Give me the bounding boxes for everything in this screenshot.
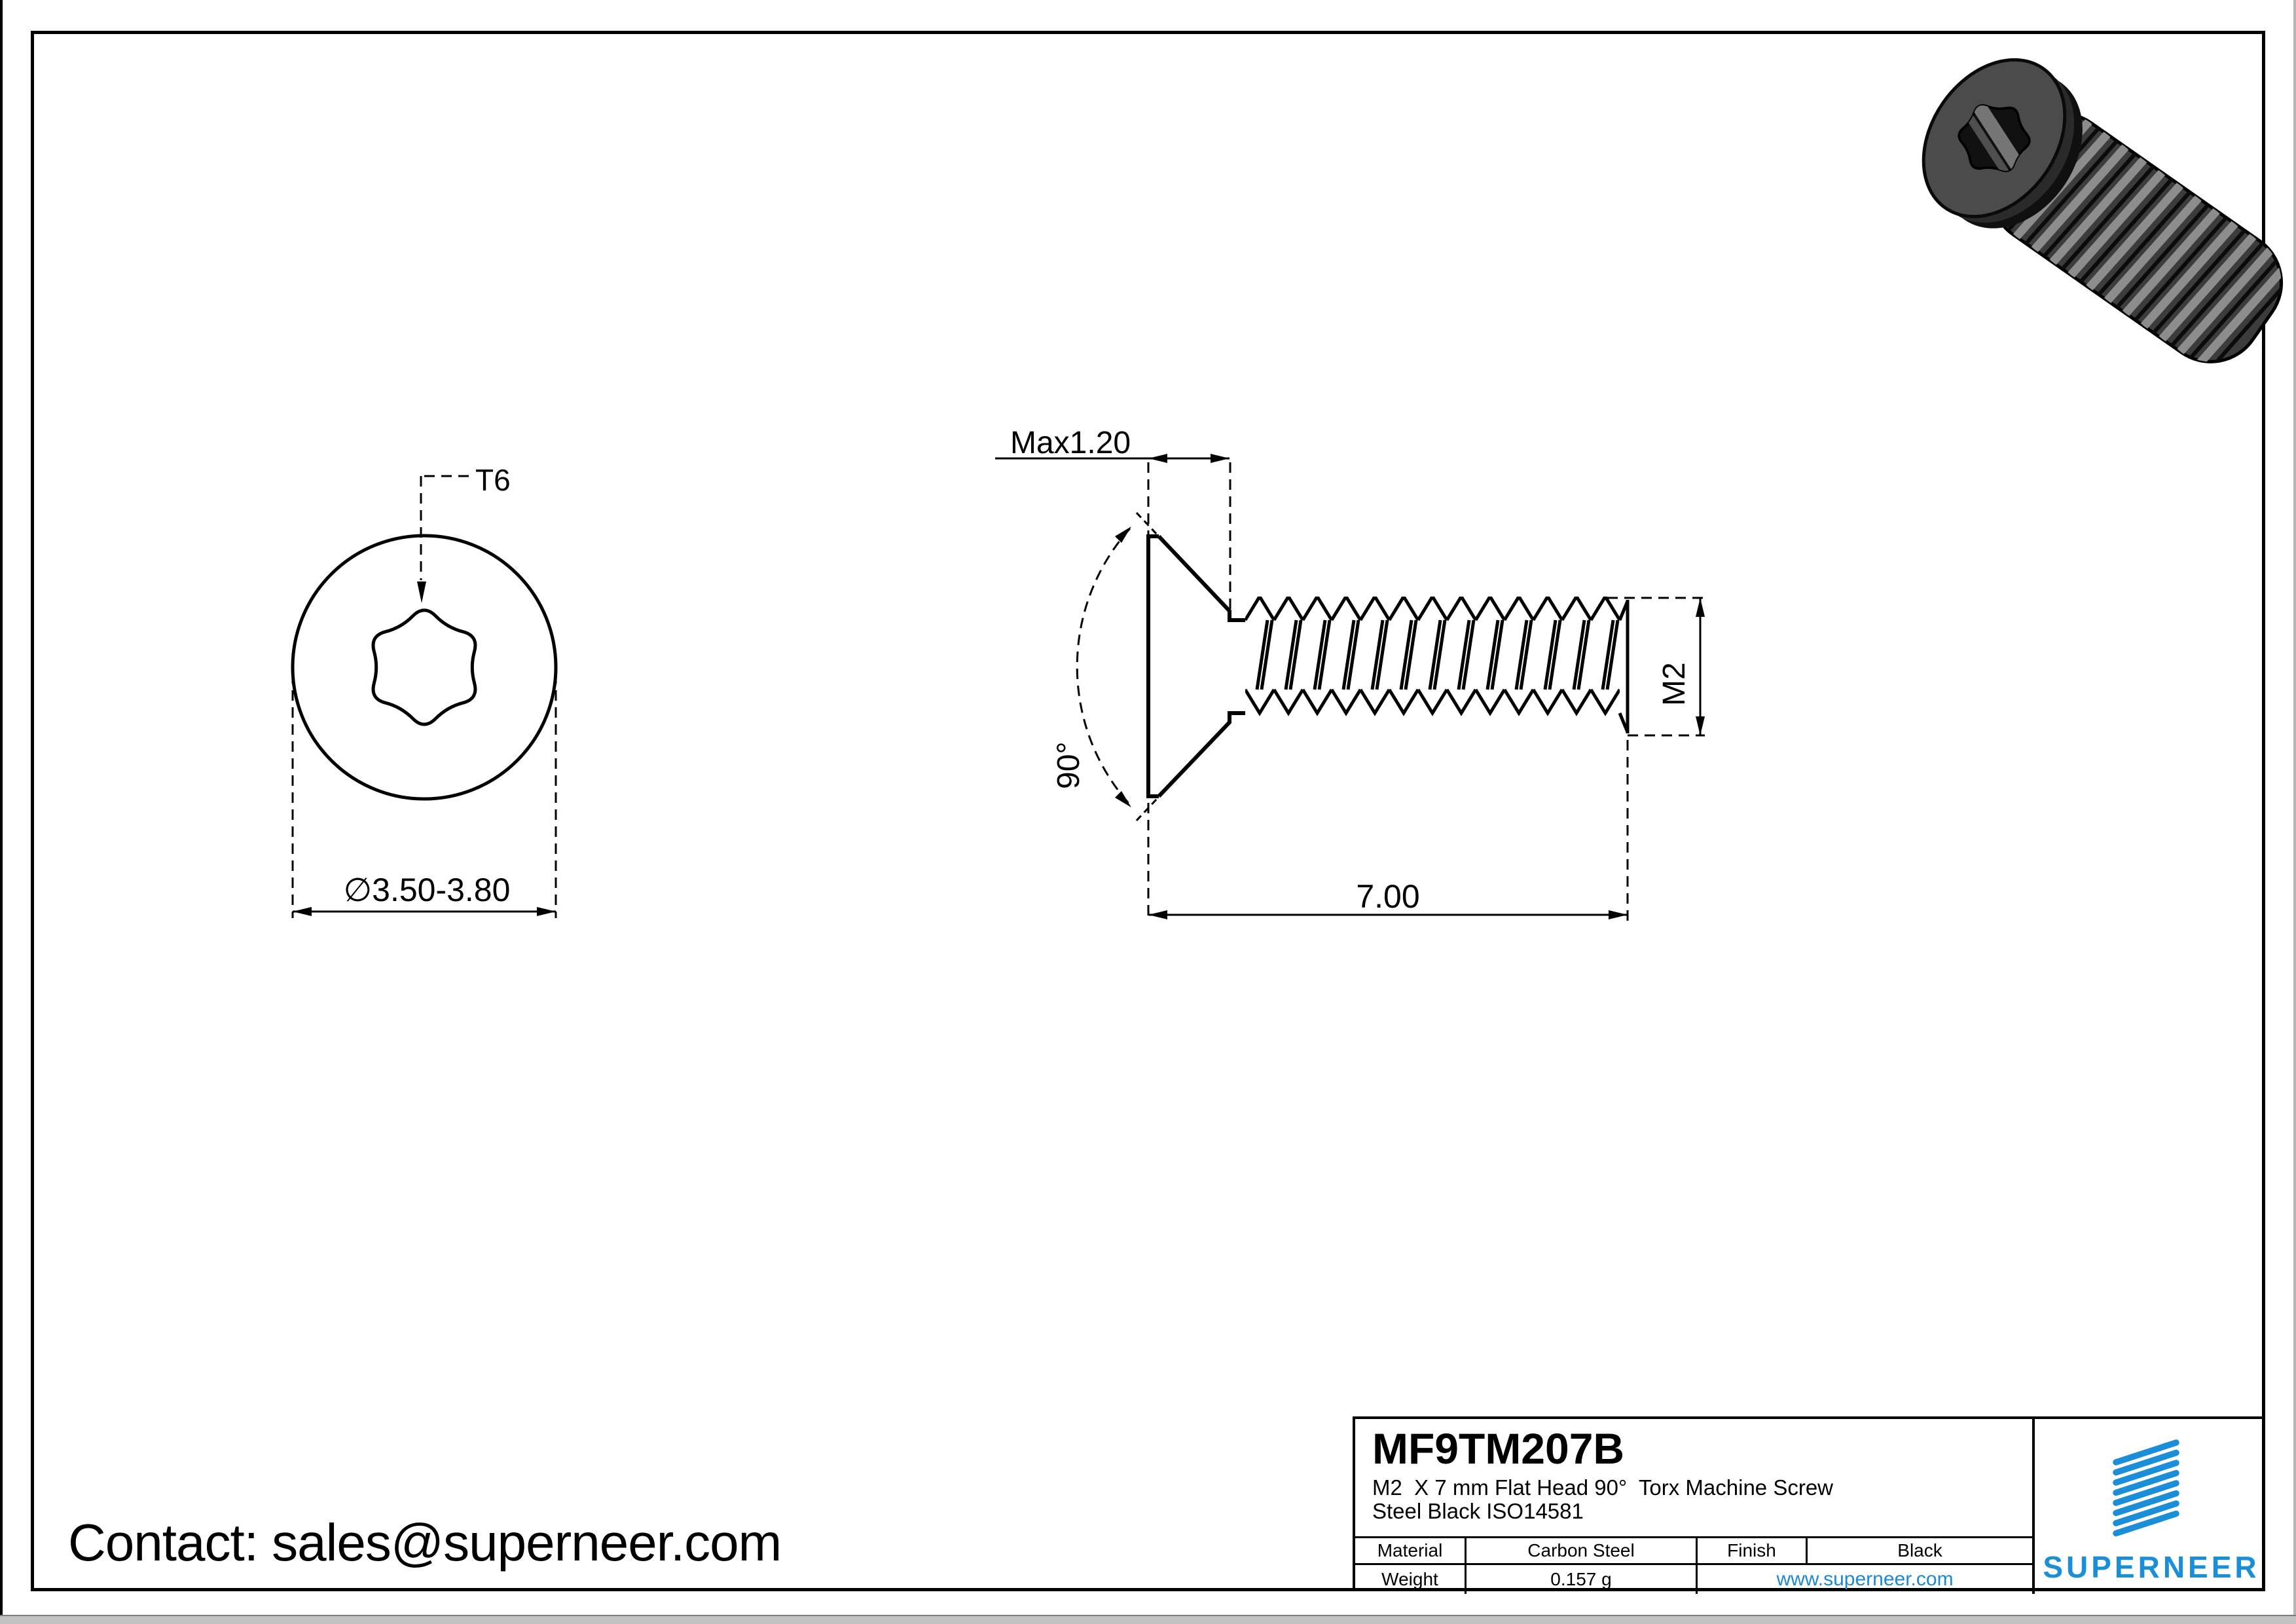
finish-value: Black <box>1806 1538 2032 1563</box>
thread-end <box>1618 600 1630 733</box>
side-view: Max1.20 90° M2 7.00 <box>995 426 1705 923</box>
thread-size-label: M2 <box>1657 662 1692 706</box>
countersink-angle-label: 90° <box>1051 741 1086 789</box>
drive-size-leader <box>417 475 469 603</box>
title-block: MF9TM207B M2 X 7 mm Flat Head 90° Torx M… <box>1353 1416 2268 1594</box>
brand-panel: SUPERNEER <box>2032 1419 2268 1594</box>
page-edge-left <box>0 0 3 1615</box>
drawing-frame <box>31 31 2265 1591</box>
countersink-angle-arc <box>1076 527 1131 806</box>
diameter-dimension <box>291 673 557 918</box>
torx-star-icon <box>371 608 477 726</box>
head-profile <box>1146 534 1245 798</box>
weight-row: Weight 0.157 g www.superneer.com <box>1355 1563 2032 1594</box>
weight-label: Weight <box>1381 1569 1438 1589</box>
page-edge-bottom <box>0 1615 2296 1624</box>
superneer-stripes-logo-icon <box>2113 1439 2179 1537</box>
material-value: Carbon Steel <box>1465 1538 1696 1563</box>
material-finish-row: Material Carbon Steel Finish Black <box>1355 1536 2032 1563</box>
brand-name: SUPERNEER <box>2043 1550 2260 1584</box>
part-number: MF9TM207B <box>1372 1424 1625 1473</box>
material-label: Material <box>1377 1540 1443 1560</box>
part-description-line2: Steel Black ISO14581 <box>1372 1499 1584 1523</box>
head-outline <box>291 534 558 801</box>
side-dimensions <box>995 454 1705 923</box>
finish-label: Finish <box>1696 1538 1806 1563</box>
part-description-line1: M2 X 7 mm Flat Head 90° Torx Machine Scr… <box>1372 1475 1834 1500</box>
website-link[interactable]: www.superneer.com <box>1696 1565 2032 1594</box>
head-height-label: Max1.20 <box>1010 426 1131 460</box>
thread-profile <box>1245 597 1620 736</box>
screw-3d-render <box>1922 58 2296 373</box>
screw-profile <box>1146 534 1630 798</box>
weight-value: 0.157 g <box>1465 1565 1696 1594</box>
drive-size-label: T6 <box>475 463 511 497</box>
contact-line: Contact: sales@superneer.com <box>68 1513 782 1572</box>
page-edge-right <box>2293 0 2296 1615</box>
length-label: 7.00 <box>1356 878 1419 915</box>
top-view: T6 ∅3.50-3.80 <box>291 463 558 918</box>
diameter-label: ∅3.50-3.80 <box>344 872 511 908</box>
